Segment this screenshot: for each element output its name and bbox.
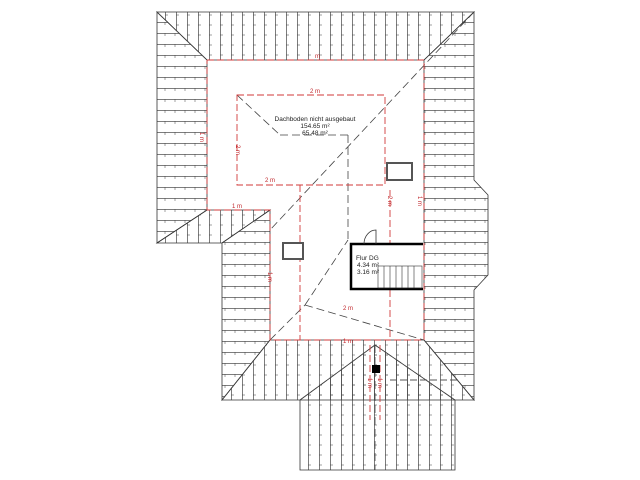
svg-text:2 m: 2 m (234, 145, 240, 155)
room-area: 4.34 m² (357, 262, 380, 269)
svg-text:1 m: 1 m (376, 378, 382, 388)
roof-right (423, 11, 489, 402)
roof-top (156, 11, 475, 61)
skylight (386, 162, 413, 181)
svg-text:2 m: 2 m (310, 89, 320, 95)
svg-text:m: m (315, 54, 320, 60)
skylight (282, 242, 304, 260)
svg-text:2 m: 2 m (265, 178, 275, 184)
room-area: 154.65 m² (300, 123, 330, 130)
stair-hall (349, 229, 423, 373)
svg-text:1 m: 1 m (343, 339, 353, 345)
svg-text:1 m: 1 m (416, 196, 422, 206)
svg-text:2 m: 2 m (343, 306, 353, 312)
room-area: 65.48 m² (302, 130, 328, 137)
room-name: Flur DG (356, 255, 379, 262)
svg-text:1 m: 1 m (232, 204, 242, 210)
ridge-lines (156, 11, 475, 470)
room-area: 3.16 m² (357, 269, 380, 276)
svg-text:1 m: 1 m (198, 132, 204, 142)
room-name: Dachboden nicht ausgebaut (275, 116, 356, 123)
svg-text:1 m: 1 m (266, 272, 272, 282)
svg-text:2 m: 2 m (386, 196, 392, 206)
dimension-labels: m 2 m 2 m 2 m 1 m 1 m 2 m 1 m 1 m 2 m 1 … (198, 54, 422, 388)
svg-text:1 m: 1 m (366, 378, 372, 388)
chimney (372, 365, 380, 373)
